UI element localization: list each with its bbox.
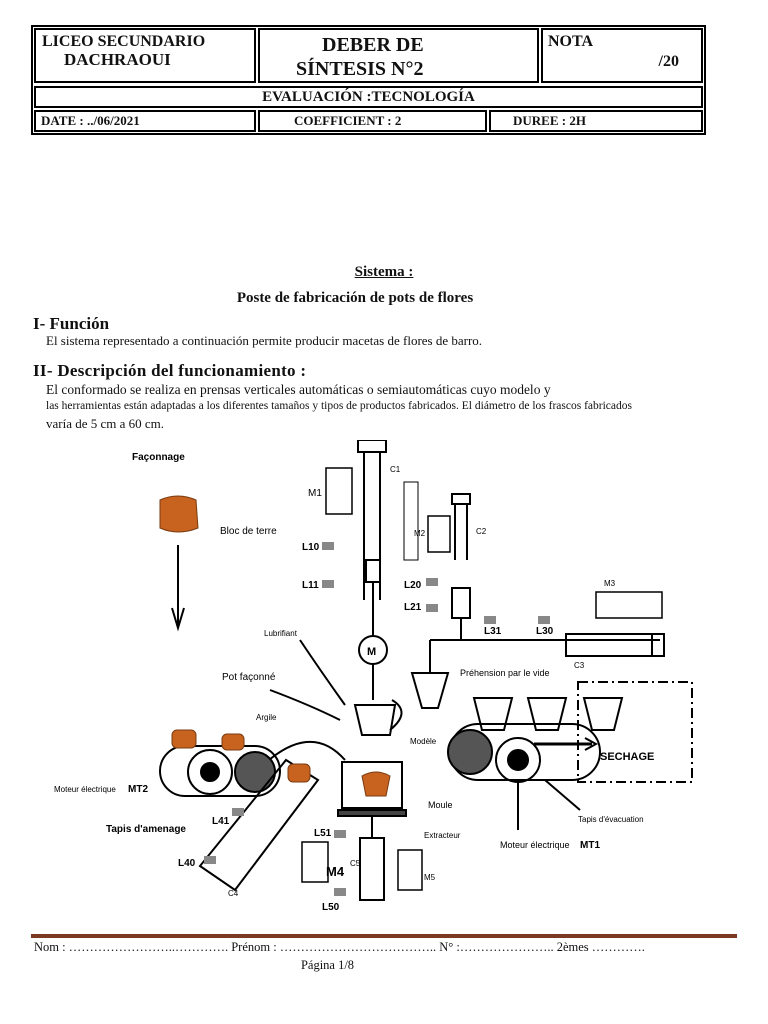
label-m4: M4	[326, 864, 345, 879]
school-line1: LICEO SECUNDARIO	[42, 33, 206, 50]
label-mt2: MT2	[128, 784, 148, 795]
label-m5: M5	[424, 873, 436, 882]
label-l20: L20	[404, 580, 422, 591]
label-l51: L51	[314, 828, 332, 839]
label-l10: L10	[302, 542, 320, 553]
label-moteur-mt2: Moteur électrique	[54, 785, 116, 794]
label-moteur-mt1: Moteur électrique	[500, 840, 570, 850]
label-faconnage: Façonnage	[132, 452, 185, 463]
label-c5: C5	[350, 859, 361, 868]
page-number: Página 1/8	[300, 958, 355, 972]
section2-text3: varía de 5 cm a 60 cm.	[46, 416, 165, 431]
system-diagram: Façonnage Bloc de terre Lubrifiant Pot f…	[54, 440, 693, 913]
grade-score: /20	[658, 53, 679, 70]
grade-cell: NOTA /20	[541, 28, 703, 83]
label-motor-m: M	[367, 646, 376, 658]
evaluation-subject: EVALUACIÓN :TECNOLOGÍA	[34, 86, 703, 108]
exam-title-line2: SÍNTESIS N°2	[296, 58, 424, 80]
label-c2: C2	[476, 527, 487, 536]
label-bloc-de-terre: Bloc de terre	[220, 526, 277, 537]
exam-duration: DUREE : 2H	[489, 110, 703, 132]
section1-title: I- Función	[33, 314, 110, 333]
exam-date: DATE : ../06/2021	[34, 110, 256, 132]
label-modele: Modèle	[410, 737, 437, 746]
grade-label: NOTA	[548, 33, 594, 50]
label-c3: C3	[574, 661, 585, 670]
label-l40: L40	[178, 858, 196, 869]
section2-text2: las herramientas están adaptadas a los d…	[46, 400, 632, 412]
label-prehension: Préhension par le vide	[460, 668, 550, 678]
label-moule: Moule	[428, 800, 453, 810]
label-tapis-amenage: Tapis d'amenage	[106, 824, 186, 835]
system-subtitle: Poste de fabricación de pots de flores	[236, 290, 474, 306]
label-pot-faconne: Pot façonné	[222, 672, 276, 683]
header-frame	[31, 25, 706, 135]
label-lubrifiant: Lubrifiant	[264, 629, 298, 638]
label-sechage: SECHAGE	[600, 751, 654, 763]
label-l11: L11	[302, 580, 319, 591]
label-l41: L41	[212, 816, 230, 827]
label-argile: Argile	[256, 713, 277, 722]
footer-divider	[31, 934, 737, 938]
label-m1: M1	[308, 488, 322, 499]
label-extracteur: Extracteur	[424, 831, 461, 840]
student-info-text: Nom : ……………………..…………. Prénom : …………………………	[34, 940, 584, 954]
label-tapis-evacuation: Tapis d'évacuation	[578, 815, 644, 824]
label-m2: M2	[414, 529, 426, 538]
label-c1: C1	[390, 465, 401, 474]
exam-title-cell: DEBER DE SÍNTESIS N°2	[258, 28, 539, 83]
label-l21: L21	[404, 602, 422, 613]
label-l31: L31	[484, 626, 502, 637]
section2-text1: El conformado se realiza en prensas vert…	[46, 382, 551, 397]
section2-title: II- Descripción del funcionamiento :	[33, 361, 307, 380]
label-l30: L30	[536, 626, 554, 637]
student-info-end: s ………….	[583, 940, 645, 954]
student-info-line: Nom : ……………………..…………. Prénom : …………………………	[34, 940, 645, 955]
exam-coefficient: COEFFICIENT : 2	[258, 110, 487, 132]
school-cell: LICEO SECUNDARIO DACHRAOUI	[34, 28, 256, 83]
label-c4: C4	[228, 889, 239, 898]
label-l50: L50	[322, 902, 340, 913]
school-line2: DACHRAOUI	[64, 50, 171, 69]
label-mt1: MT1	[580, 840, 600, 851]
system-title: Sistema :	[354, 264, 414, 280]
section1-text: El sistema representado a continuación p…	[46, 333, 483, 348]
exam-title-line1: DEBER DE	[322, 34, 424, 56]
label-m3: M3	[604, 579, 616, 588]
